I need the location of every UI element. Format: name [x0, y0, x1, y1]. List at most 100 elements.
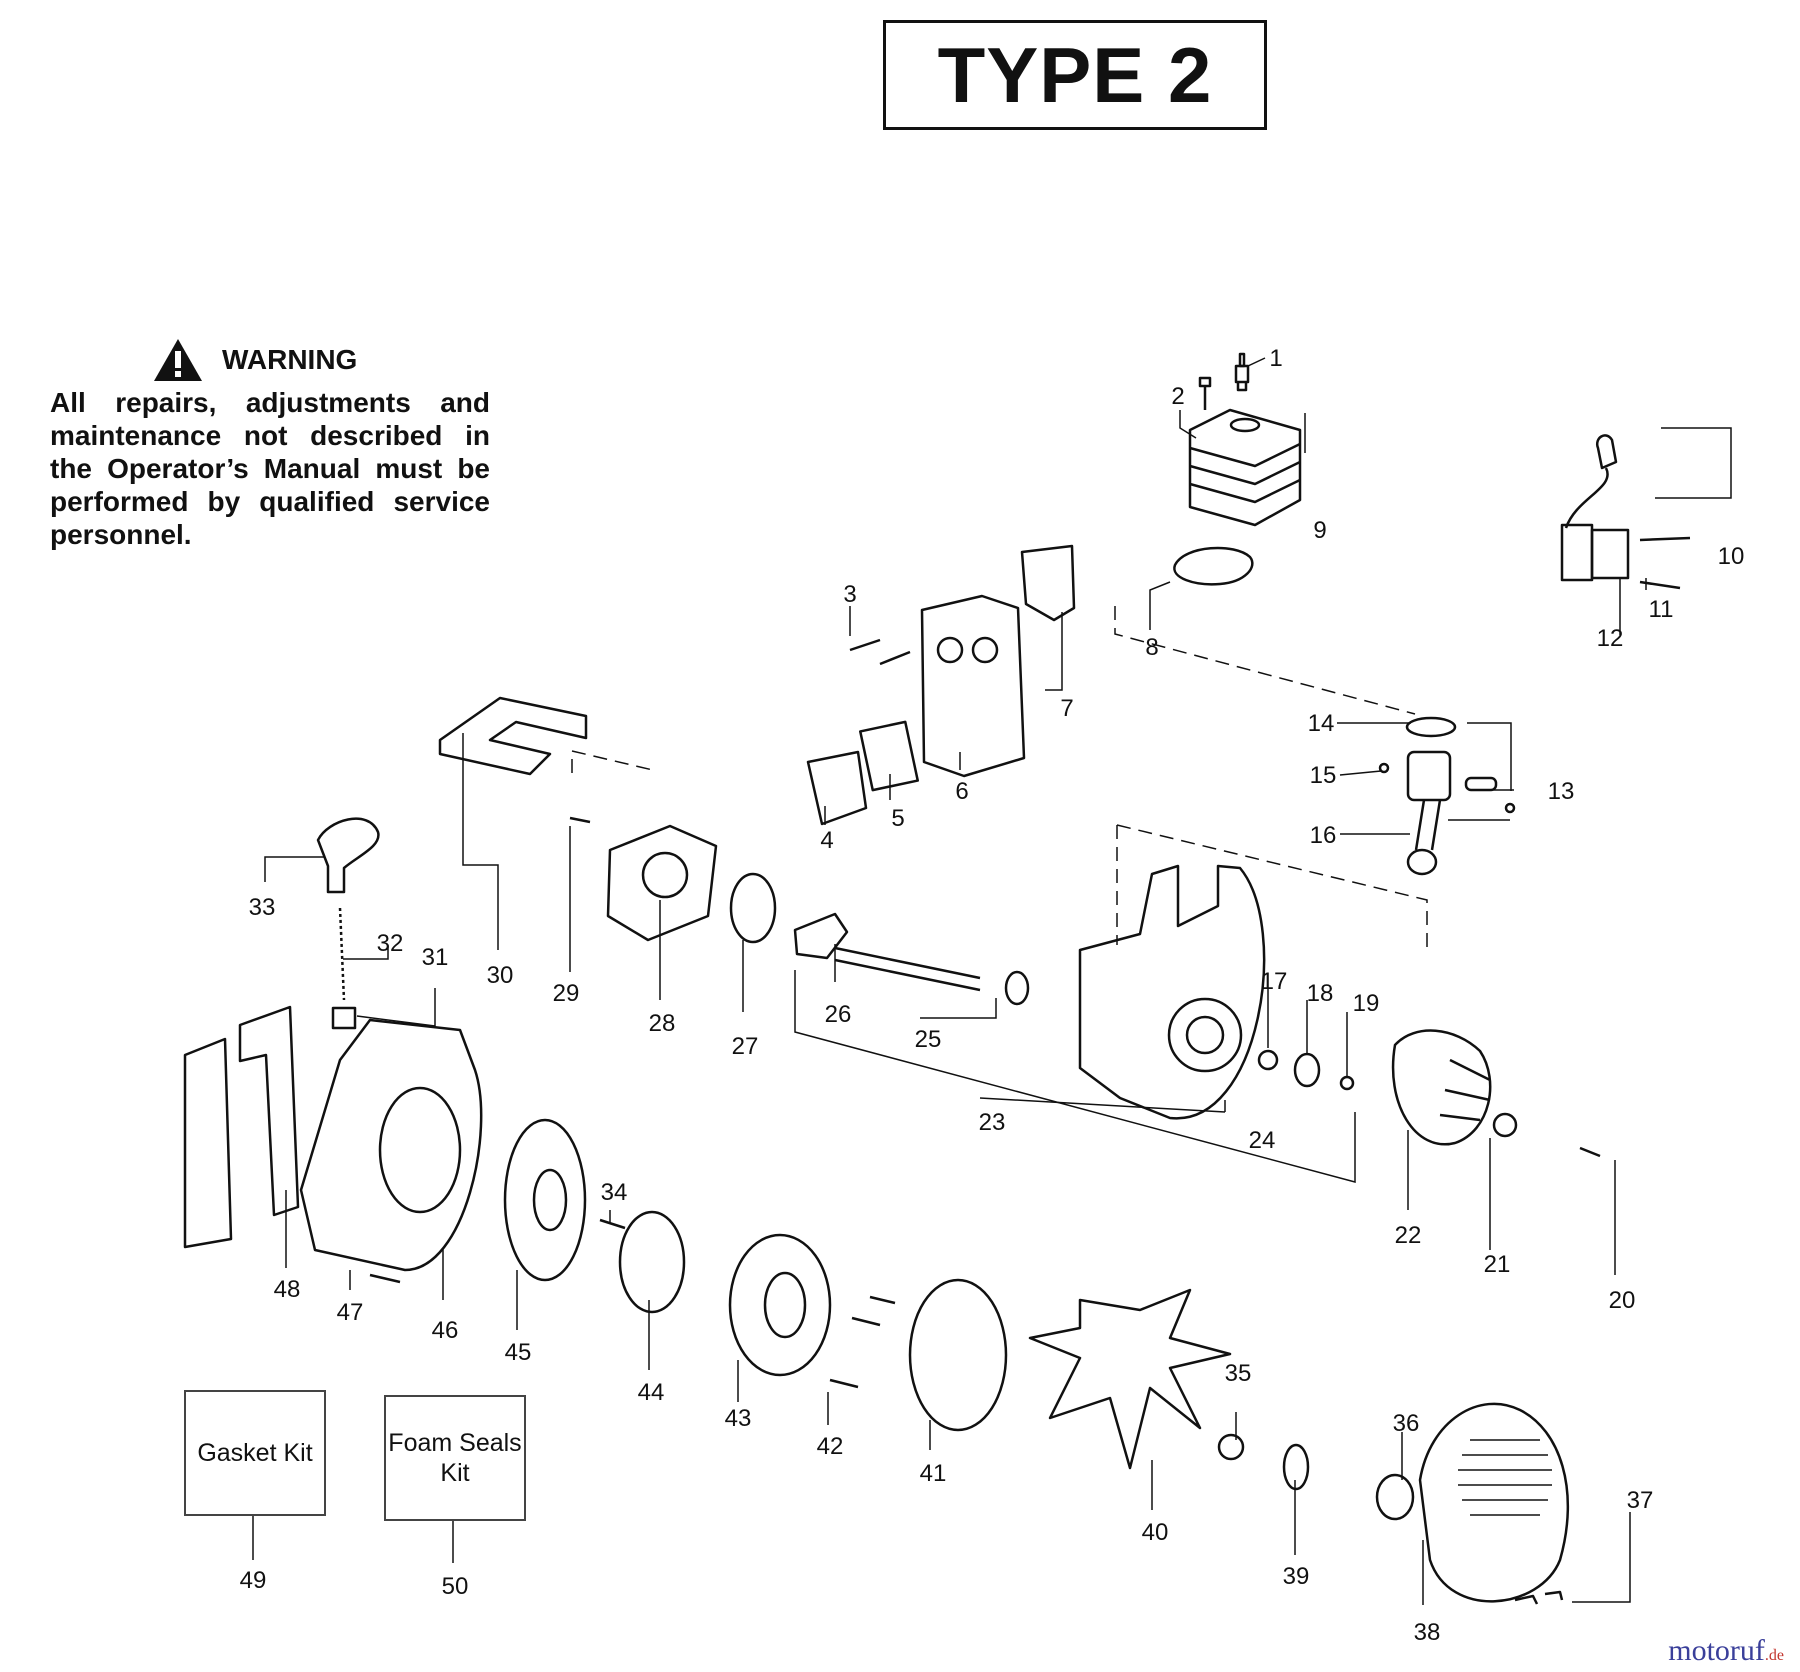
muffler-icon	[920, 594, 1026, 778]
o-ring-icon	[729, 872, 777, 944]
part-label-22: 22	[1395, 1222, 1422, 1249]
diagram-title: TYPE 2	[883, 20, 1267, 130]
nut-35-icon	[1217, 1433, 1245, 1461]
piston-assembly-icon	[1378, 716, 1516, 876]
part-label-2: 2	[1171, 383, 1184, 410]
screws-42-icon	[829, 1295, 896, 1389]
part-label-30: 30	[487, 962, 514, 989]
part-label-5: 5	[891, 805, 904, 832]
part-label-9: 9	[1313, 517, 1326, 544]
part-label-21: 21	[1484, 1251, 1511, 1278]
cover-grille-icon	[1458, 1439, 1552, 1516]
part-label-48: 48	[274, 1276, 301, 1303]
crankcase-icon	[1078, 864, 1266, 1120]
warning-icon	[154, 339, 202, 381]
starter-icon	[728, 1233, 832, 1377]
part-label-41: 41	[920, 1460, 947, 1487]
clip-37-icon	[1514, 1590, 1564, 1605]
muffler-screws-icon	[849, 638, 911, 666]
part-label-3: 3	[843, 581, 856, 608]
pin-20-icon	[1579, 1146, 1601, 1158]
flywheel-icon	[1391, 1029, 1492, 1146]
bolt-icon	[1198, 376, 1212, 410]
gasket-kit-label: Gasket Kit	[197, 1439, 313, 1467]
nut-31-icon	[331, 1006, 357, 1030]
part-label-45: 45	[505, 1339, 532, 1366]
part-label-36: 36	[1393, 1410, 1420, 1437]
ignition-module-icon	[1560, 434, 1691, 590]
part-labels: 1 2 3 4 5 6 7 8 9 10 11 12 13 14 15 16 1…	[240, 345, 1745, 1646]
part-label-46: 46	[432, 1317, 459, 1344]
part-label-7: 7	[1060, 695, 1073, 722]
crankshaft-icon	[793, 912, 1030, 1006]
warning-header: WARNING	[152, 334, 490, 386]
part-label-38: 38	[1414, 1619, 1441, 1646]
part-label-20: 20	[1609, 1287, 1636, 1314]
screw-34-icon	[599, 1218, 626, 1230]
muffler-plate-icon	[806, 750, 868, 826]
part-label-14: 14	[1308, 710, 1335, 737]
site-watermark: motoruf.de	[1668, 1634, 1784, 1668]
foam-seal-48-icon	[183, 1005, 300, 1249]
screw-47-icon	[369, 1273, 401, 1284]
fan-cover-icon	[908, 1278, 1008, 1432]
foam-seals-kit-label: Foam Seals Kit	[388, 1429, 522, 1487]
impeller-icon	[1028, 1288, 1232, 1470]
intake-adaptor-icon	[606, 824, 718, 942]
gasket-kit-box: Gasket Kit	[184, 1390, 326, 1516]
part-label-34: 34	[601, 1179, 628, 1206]
bearing-17-icon	[1257, 1049, 1279, 1071]
washer-21-icon	[1492, 1112, 1518, 1138]
housing-opening-icon	[378, 1086, 462, 1214]
washer-44-icon	[618, 1210, 686, 1314]
part-label-47: 47	[337, 1299, 364, 1326]
part-label-6: 6	[955, 778, 968, 805]
part-label-24: 24	[1249, 1127, 1276, 1154]
cylinder-icon	[1188, 408, 1302, 527]
part-label-18: 18	[1307, 980, 1334, 1007]
spring-32-icon	[338, 907, 346, 1001]
part-illustrations	[183, 352, 1691, 1605]
leader-lines	[252, 357, 1732, 1605]
muffler-gasket-icon	[859, 720, 919, 792]
part-label-10: 10	[1718, 543, 1745, 570]
washer-39-icon	[1282, 1443, 1310, 1491]
fan-housing-icon	[299, 1018, 483, 1272]
watermark-main: motoruf	[1668, 1634, 1765, 1667]
warning-text: All repairs, adjustments and maintenance…	[50, 387, 490, 550]
part-label-15: 15	[1310, 762, 1337, 789]
warning-notice: WARNING All repairs, adjustments and mai…	[50, 334, 490, 551]
bearing-18-icon	[1293, 1052, 1321, 1088]
part-label-44: 44	[638, 1379, 665, 1406]
part-label-39: 39	[1283, 1563, 1310, 1590]
part-label-49: 49	[240, 1567, 267, 1594]
foam-seals-kit-box: Foam Seals Kit	[384, 1395, 526, 1521]
part-label-43: 43	[725, 1405, 752, 1432]
part-label-25: 25	[915, 1026, 942, 1053]
part-label-12: 12	[1597, 625, 1624, 652]
part-label-42: 42	[817, 1433, 844, 1460]
part-label-40: 40	[1142, 1519, 1169, 1546]
part-label-29: 29	[553, 980, 580, 1007]
starter-hub-icon	[763, 1271, 807, 1339]
spacer-36-icon	[1375, 1473, 1415, 1521]
warning-heading: WARNING	[222, 344, 358, 375]
part-label-32: 32	[377, 930, 404, 957]
pulley-hub-icon	[532, 1168, 568, 1232]
part-label-17: 17	[1261, 968, 1288, 995]
part-label-27: 27	[732, 1033, 759, 1060]
watermark-suffix: .de	[1764, 1647, 1784, 1664]
part-label-4: 4	[820, 827, 833, 854]
pulley-icon	[503, 1118, 587, 1282]
part-label-11: 11	[1649, 596, 1674, 623]
heat-shield-icon	[1020, 544, 1076, 622]
screw-29-icon	[569, 816, 591, 824]
part-label-16: 16	[1310, 822, 1337, 849]
part-label-28: 28	[649, 1010, 676, 1037]
cylinder-gasket-icon	[1173, 546, 1254, 586]
part-label-13: 13	[1548, 778, 1575, 805]
part-label-35: 35	[1225, 1360, 1252, 1387]
part-label-37: 37	[1627, 1487, 1654, 1514]
spark-plug-icon	[1234, 352, 1250, 392]
